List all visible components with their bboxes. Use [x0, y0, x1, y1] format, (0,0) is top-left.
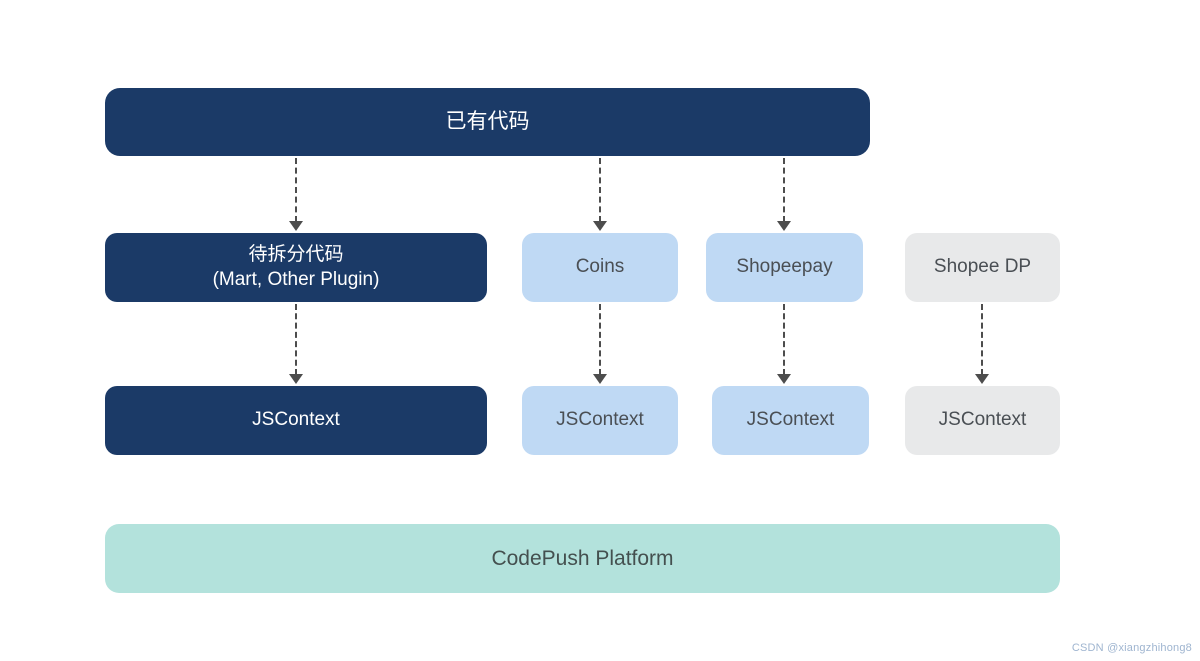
arrow-shopeedp-to-jscontext: [975, 304, 989, 384]
node-codepush-platform: CodePush Platform: [105, 524, 1060, 593]
arrow-shaft: [783, 158, 785, 222]
arrow-shopeepay-to-jscontext: [777, 304, 791, 384]
arrow-head-icon: [975, 374, 989, 384]
arrow-shaft: [981, 304, 983, 375]
arrow-split-to-jscontext: [289, 304, 303, 384]
node-shopeepay-label: Shopeepay: [736, 256, 833, 278]
node-coins-label: Coins: [575, 256, 625, 278]
node-jscontext-shopeepay: JSContext: [712, 386, 869, 455]
node-to-split-line1: 待拆分代码: [248, 243, 344, 265]
arrow-existing-to-shopeepay: [777, 158, 791, 231]
node-jscontext-shopee-dp-label: JSContext: [938, 409, 1027, 431]
arrow-coins-to-jscontext: [593, 304, 607, 384]
node-shopee-dp: Shopee DP: [905, 233, 1060, 302]
arrow-shaft: [599, 304, 601, 375]
node-existing-code: 已有代码: [105, 88, 870, 156]
arrow-shaft: [599, 158, 601, 222]
watermark: CSDN @xiangzhihong8: [1071, 642, 1192, 654]
node-jscontext-shopeepay-label: JSContext: [746, 409, 835, 431]
node-to-split-line2: (Mart, Other Plugin): [212, 268, 380, 290]
node-coins: Coins: [522, 233, 678, 302]
node-jscontext-main: JSContext: [105, 386, 487, 455]
arrow-head-icon: [777, 221, 791, 231]
arrow-existing-to-split: [289, 158, 303, 231]
node-existing-code-label: 已有代码: [445, 110, 530, 134]
node-shopeepay: Shopeepay: [706, 233, 863, 302]
arrow-existing-to-coins: [593, 158, 607, 231]
arrow-head-icon: [593, 374, 607, 384]
node-jscontext-shopee-dp: JSContext: [905, 386, 1060, 455]
node-codepush-platform-label: CodePush Platform: [491, 546, 674, 570]
arrow-head-icon: [777, 374, 791, 384]
node-jscontext-coins: JSContext: [522, 386, 678, 455]
node-jscontext-main-label: JSContext: [252, 409, 340, 431]
node-to-split-code: 待拆分代码 (Mart, Other Plugin): [105, 233, 487, 302]
arrow-shaft: [295, 158, 297, 222]
arrow-head-icon: [593, 221, 607, 231]
arrow-shaft: [295, 304, 297, 375]
arrow-shaft: [783, 304, 785, 375]
arrow-head-icon: [289, 221, 303, 231]
arrow-head-icon: [289, 374, 303, 384]
node-jscontext-coins-label: JSContext: [556, 409, 644, 431]
node-shopee-dp-label: Shopee DP: [933, 256, 1032, 278]
